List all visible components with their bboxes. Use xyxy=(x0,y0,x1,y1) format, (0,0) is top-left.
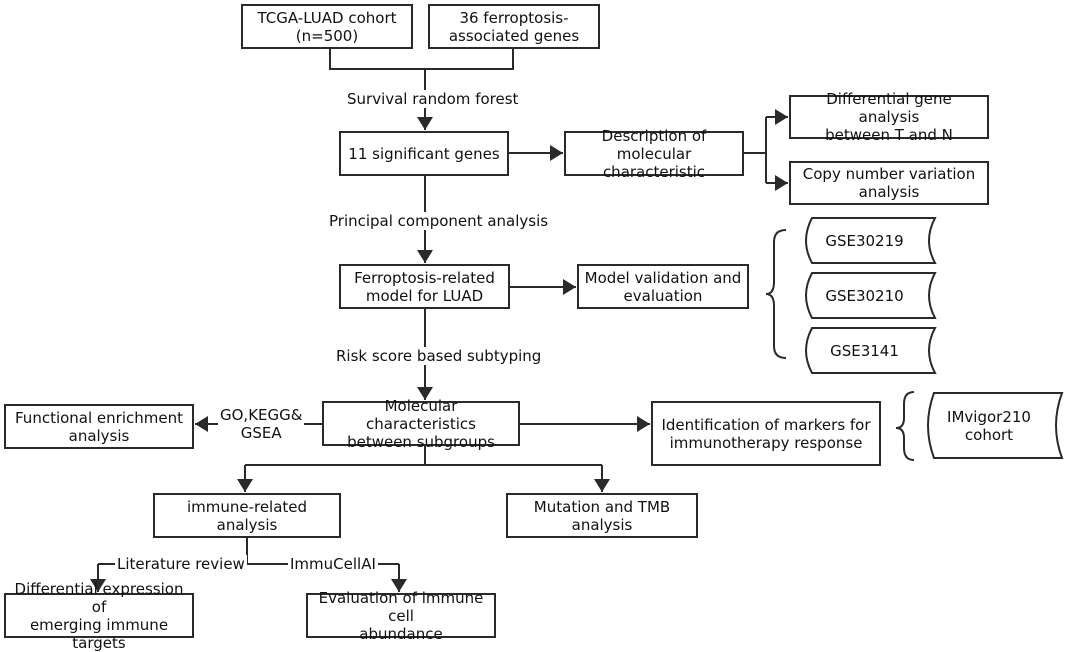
tcga-node: TCGA-LUAD cohort(n=500) xyxy=(241,4,413,49)
node-text-line: evaluation xyxy=(623,286,703,305)
node-text-line: Differential expression of xyxy=(14,579,184,616)
dataset-text-line: GSE30210 xyxy=(825,286,904,305)
dataset-gse30210: GSE30210 xyxy=(806,273,923,318)
dataset-gse3141: GSE3141 xyxy=(806,328,923,373)
ferro-genes-node: 36 ferroptosis-associated genes xyxy=(428,4,600,49)
arrowhead xyxy=(775,175,788,191)
literature-review-label: Literature review xyxy=(115,555,247,573)
node-text-line: immune-related analysis xyxy=(186,497,308,534)
arrowhead xyxy=(550,145,563,161)
node-text-line: Differential gene analysis xyxy=(826,90,952,126)
arrowhead xyxy=(417,387,433,400)
dataset-gse30210-shape xyxy=(805,272,937,319)
dataset-gse30219: GSE30219 xyxy=(806,218,923,263)
imvigor-brace xyxy=(895,391,915,461)
node-text-line: Identification of markers for xyxy=(661,415,871,434)
node-text-line: Description of xyxy=(601,126,707,145)
arrowhead xyxy=(775,109,788,125)
dataset-text-line: GSE30219 xyxy=(825,231,904,250)
node-text-line: analysis xyxy=(68,426,130,445)
gse-brace xyxy=(765,229,787,359)
node-text-line: Functional enrichment xyxy=(15,408,183,427)
node-text-line: Mutation and TMB xyxy=(533,497,671,516)
sig-genes-node: 11 significant genes xyxy=(339,131,509,176)
node-text-line: immunotherapy response xyxy=(669,433,863,452)
immucellai-label: ImmuCellAI xyxy=(288,555,378,573)
node-text-line: Model validation and xyxy=(584,268,742,287)
merge-connector xyxy=(329,49,514,70)
node-text-line: associated genes xyxy=(448,26,580,45)
arrowhead xyxy=(90,579,106,592)
go-kegg-gsea-label: GO,KEGG&GSEA xyxy=(218,406,305,442)
immune-node: immune-related analysis xyxy=(153,493,341,538)
dataset-gse30219-shape xyxy=(805,217,937,264)
edge-label-line: GO,KEGG& xyxy=(220,406,303,424)
dataset-imvigor210-shape xyxy=(927,392,1064,459)
node-text-line: Ferroptosis-related xyxy=(354,268,495,287)
dataset-text-line: IMvigor210 xyxy=(947,407,1031,426)
node-text-line: TCGA-LUAD cohort xyxy=(257,8,397,27)
arrowhead xyxy=(417,250,433,263)
node-text-line: 11 significant genes xyxy=(348,144,500,163)
principal-component-analysis-label: Principal component analysis xyxy=(327,212,551,230)
arrowhead xyxy=(417,117,433,130)
arrowhead xyxy=(594,479,610,492)
dataset-text-line: cohort xyxy=(964,425,1014,444)
node-text-line: emerging immune targets xyxy=(29,615,169,652)
node-text-line: abundance xyxy=(359,624,443,643)
edge-label-line: GSEA xyxy=(240,424,282,442)
arrowhead xyxy=(195,416,208,432)
node-text-line: (n=500) xyxy=(295,26,359,45)
dataset-gse3141-shape xyxy=(805,327,937,374)
node-text-line: Evaluation of immune cell xyxy=(318,588,484,625)
arrowhead xyxy=(563,279,576,295)
arrowhead xyxy=(237,479,253,492)
node-text-line: 36 ferroptosis- xyxy=(459,8,569,27)
node-text-line: between subgroups xyxy=(347,432,495,451)
arrowhead xyxy=(637,416,650,432)
node-text-line: molecular characteristic xyxy=(602,144,706,181)
node-text-line: analysis xyxy=(858,183,920,201)
dataset-text-line: GSE3141 xyxy=(830,341,899,360)
node-text-line: Molecular characteristics xyxy=(366,396,476,433)
node-text-line: analysis xyxy=(571,515,633,534)
risk-score-subtyping-label: Risk score based subtyping xyxy=(334,347,544,365)
node-text-line: between T and N xyxy=(825,126,953,144)
arrowhead xyxy=(391,579,407,592)
node-text-line: model for LUAD xyxy=(365,286,484,305)
survival-random-forest-label: Survival random forest xyxy=(345,90,521,108)
node-text-line: Copy number variation xyxy=(802,165,976,183)
